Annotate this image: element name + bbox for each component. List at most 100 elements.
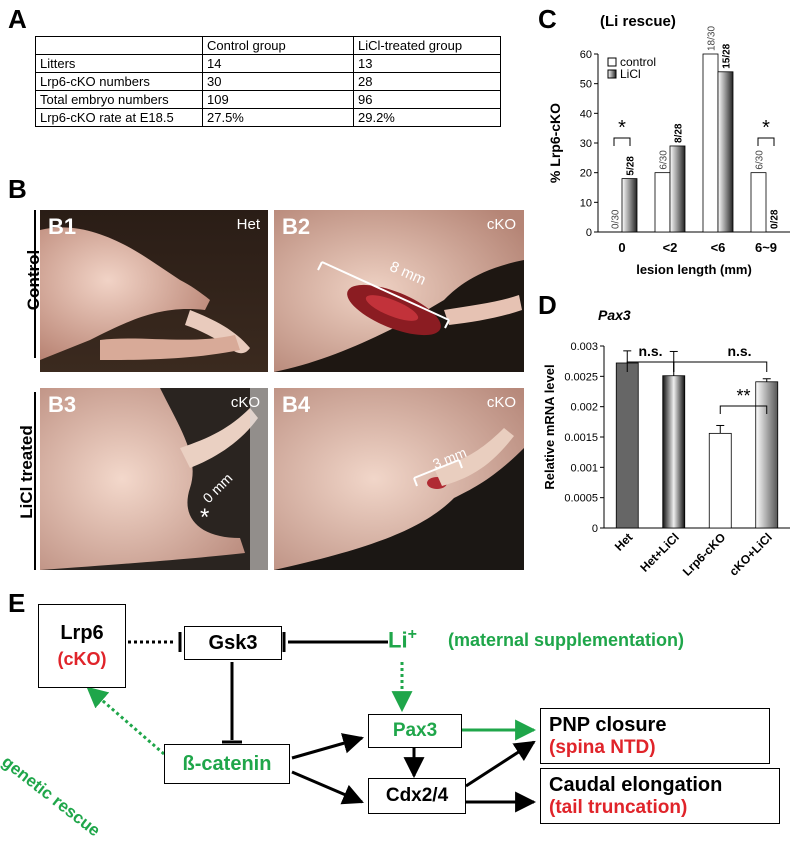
photo-b1: B1 Het <box>40 210 268 372</box>
node-li-label: Li <box>388 627 408 653</box>
node-gsk3: Gsk3 <box>184 626 282 660</box>
photo-label: B4 <box>282 392 311 417</box>
bar-data-label: 6/30 <box>659 150 670 170</box>
node-lrp6: Lrp6 (cKO) <box>38 604 126 688</box>
activation-edge <box>291 733 365 760</box>
y-tick-label: 0.0015 <box>564 432 598 444</box>
node-pnp-label: PNP closure <box>549 713 667 736</box>
table-cell: 29.2% <box>353 108 501 127</box>
maternal-supplementation-label: (maternal supplementation) <box>448 630 685 650</box>
table-row: Lrp6-cKO rate at E18.5 27.5% 29.2% <box>35 108 501 127</box>
legend-swatch-licl <box>607 69 617 79</box>
bar-LiCl <box>717 71 734 233</box>
node-pnp-closure: PNP closure (spina NTD) <box>540 708 770 764</box>
chart-title: Pax3 <box>598 307 631 323</box>
node-cdx: Cdx2/4 <box>368 778 466 814</box>
significance-bracket <box>757 137 775 146</box>
activation-edge <box>465 740 536 788</box>
table-cell: 30 <box>202 72 354 91</box>
y-tick-label: 20 <box>580 168 592 180</box>
node-caudal-label: Caudal elongation <box>549 773 723 796</box>
significance-bracket <box>673 361 768 372</box>
table-row: Litters 14 13 <box>35 54 501 73</box>
panel-letter-a: A <box>8 4 27 34</box>
bar-data-label: 0/28 <box>770 209 781 229</box>
asterisk-marker: * <box>200 504 210 531</box>
y-tick-label: 0.0005 <box>564 493 598 505</box>
bar-data-label: 0/30 <box>611 209 622 229</box>
significance-marker: n.s. <box>638 343 662 359</box>
panel-letter-b: B <box>8 174 27 204</box>
node-beta-catenin: ß-catenin <box>164 744 290 784</box>
panel-letter-e: E <box>8 588 26 618</box>
node-cko-label: (cKO) <box>57 649 107 669</box>
bar-data-label: 5/28 <box>626 156 637 176</box>
node-pax3: Pax3 <box>368 714 462 748</box>
table-row: Total embryo numbers 109 96 <box>35 90 501 109</box>
bar-control <box>654 172 671 233</box>
table-header-cell: Control group <box>202 36 354 55</box>
y-tick-label: 0.002 <box>570 402 598 414</box>
x-tick-label: 6~9 <box>755 240 777 255</box>
genotype-tag: cKO <box>230 394 260 411</box>
photo-b2: B2 cKO 8 mm <box>274 210 524 372</box>
bar <box>708 432 732 529</box>
significance-marker: * <box>762 117 770 139</box>
x-tick-label: Lrp6-cKO <box>680 530 729 579</box>
photo-label: B2 <box>282 214 311 239</box>
bar-LiCl <box>669 145 686 233</box>
bar <box>615 362 639 529</box>
node-li: Li+ <box>388 626 417 653</box>
node-lrp6-label: Lrp6 <box>60 622 104 644</box>
table-cell: Total embryo numbers <box>35 90 203 109</box>
node-caudal-elongation: Caudal elongation (tail truncation) <box>540 768 780 824</box>
table-header-row: Control group LiCl-treated group <box>35 36 501 55</box>
photo-label: B1 <box>48 214 77 239</box>
legend-label-control: control <box>620 55 656 69</box>
embryo-image <box>274 388 524 570</box>
table-cell: 27.5% <box>202 108 354 127</box>
table-cell: Litters <box>35 54 203 73</box>
table-cell: 28 <box>353 72 501 91</box>
row-divider <box>34 210 36 358</box>
panel-letter-c: C <box>538 4 557 34</box>
significance-bracket <box>613 137 631 146</box>
y-tick-label: 10 <box>580 197 592 209</box>
chart-d-pax3: Pax300.00050.0010.00150.0020.00250.003Re… <box>542 307 790 579</box>
pathway-connectors <box>86 632 537 813</box>
y-tick-label: 0.001 <box>570 462 598 474</box>
node-spina-label: (spina NTD) <box>549 736 656 758</box>
legend-label-licl: LiCl <box>620 67 641 81</box>
bar-data-label: 15/28 <box>722 43 733 68</box>
table-cell: Lrp6-cKO rate at E18.5 <box>35 108 203 127</box>
significance-bracket <box>719 405 768 414</box>
panel-letter-d: D <box>538 290 557 320</box>
y-axis-label: Relative mRNA level <box>542 364 557 489</box>
significance-marker: ** <box>736 386 750 406</box>
y-tick-label: 50 <box>580 79 592 91</box>
bar-data-label: 18/30 <box>707 26 718 51</box>
table-header-cell: LiCl-treated group <box>353 36 501 55</box>
table-header-cell <box>35 36 203 55</box>
photo-label: B3 <box>48 392 77 417</box>
table-cell: 14 <box>202 54 354 73</box>
y-axis-label: % Lrp6-cKO <box>547 103 563 183</box>
summary-table: Control group LiCl-treated group Litters… <box>35 36 501 127</box>
x-tick-label: 0 <box>618 240 625 255</box>
embryo-image <box>40 210 268 372</box>
bar-data-label: 8/28 <box>674 123 685 143</box>
embryo-image <box>40 388 268 570</box>
activation-edge <box>86 686 165 756</box>
y-tick-label: 0 <box>586 227 592 239</box>
y-tick-label: 0 <box>592 523 598 535</box>
x-axis-label: lesion length (mm) <box>636 262 752 277</box>
genotype-tag: cKO <box>486 394 516 411</box>
bar-LiCl <box>621 178 638 233</box>
bar-control <box>702 53 719 233</box>
bar <box>662 375 686 529</box>
x-tick-label: Het+LiCl <box>637 530 682 575</box>
table-cell: 13 <box>353 54 501 73</box>
x-tick-label: Het <box>612 530 636 554</box>
bar <box>755 381 779 529</box>
